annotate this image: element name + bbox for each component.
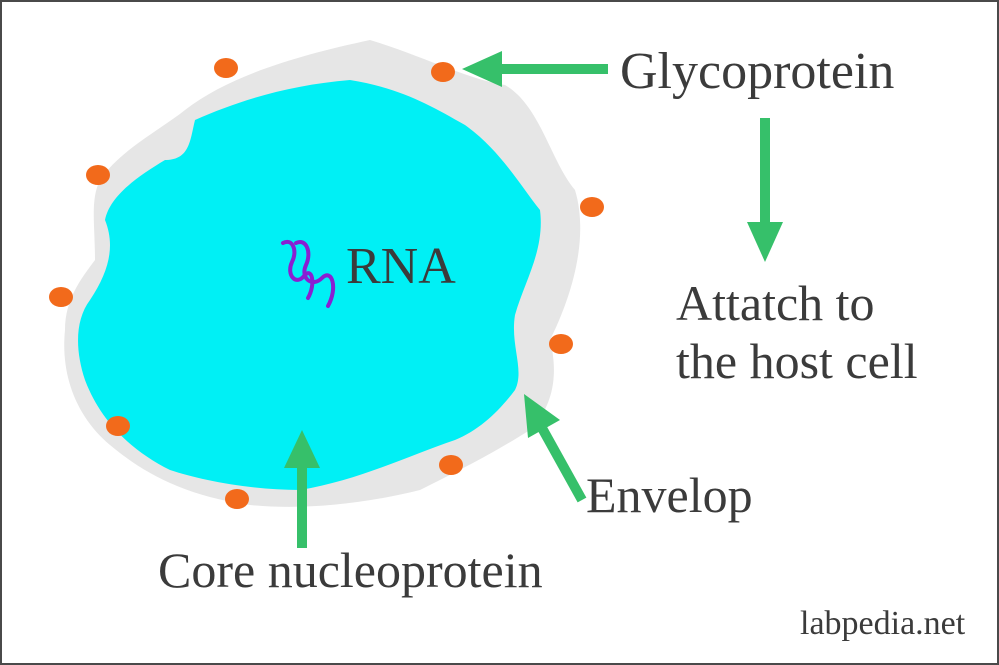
glycoprotein-dot xyxy=(549,334,573,354)
glycoprotein-dot xyxy=(439,455,463,475)
core-shape xyxy=(78,80,541,490)
glycoprotein-dot xyxy=(49,287,73,307)
rna-strand-2 xyxy=(294,240,336,308)
attach-host-cell-label: Attatch to the host cell xyxy=(676,274,918,390)
envelop-label: Envelop xyxy=(586,467,753,523)
arrow-core xyxy=(284,430,320,548)
glycoprotein-dot xyxy=(214,58,238,78)
source-credit: labpedia.net xyxy=(800,605,966,642)
arrows xyxy=(284,51,783,548)
glycoprotein-dot xyxy=(580,197,604,217)
glycoprotein-label: Glycoprotein xyxy=(620,43,895,100)
arrow-envelop xyxy=(524,394,587,503)
glycoprotein-dot xyxy=(86,165,110,185)
glycoprotein-dot xyxy=(225,489,249,509)
core-nucleoprotein-label: Core nucleoprotein xyxy=(158,542,543,598)
attach-label-line-1: Attatch to xyxy=(676,275,875,331)
arrow-attach xyxy=(747,118,783,262)
rna-label: RNA xyxy=(346,238,456,295)
arrow-glycoprotein xyxy=(462,51,608,87)
attach-label-line-2: the host cell xyxy=(676,333,918,389)
glycoprotein-dots xyxy=(49,58,604,509)
glycoprotein-dot xyxy=(106,416,130,436)
glycoprotein-dot xyxy=(431,62,455,82)
rna-strand-1 xyxy=(281,239,315,300)
